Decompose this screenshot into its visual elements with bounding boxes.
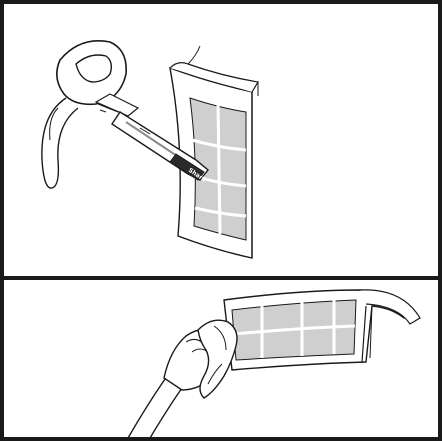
hand-with-cloth	[128, 320, 237, 438]
panel-top: Shark	[42, 41, 258, 258]
curved-filter-lying	[224, 290, 420, 370]
panel-bottom	[128, 290, 420, 438]
